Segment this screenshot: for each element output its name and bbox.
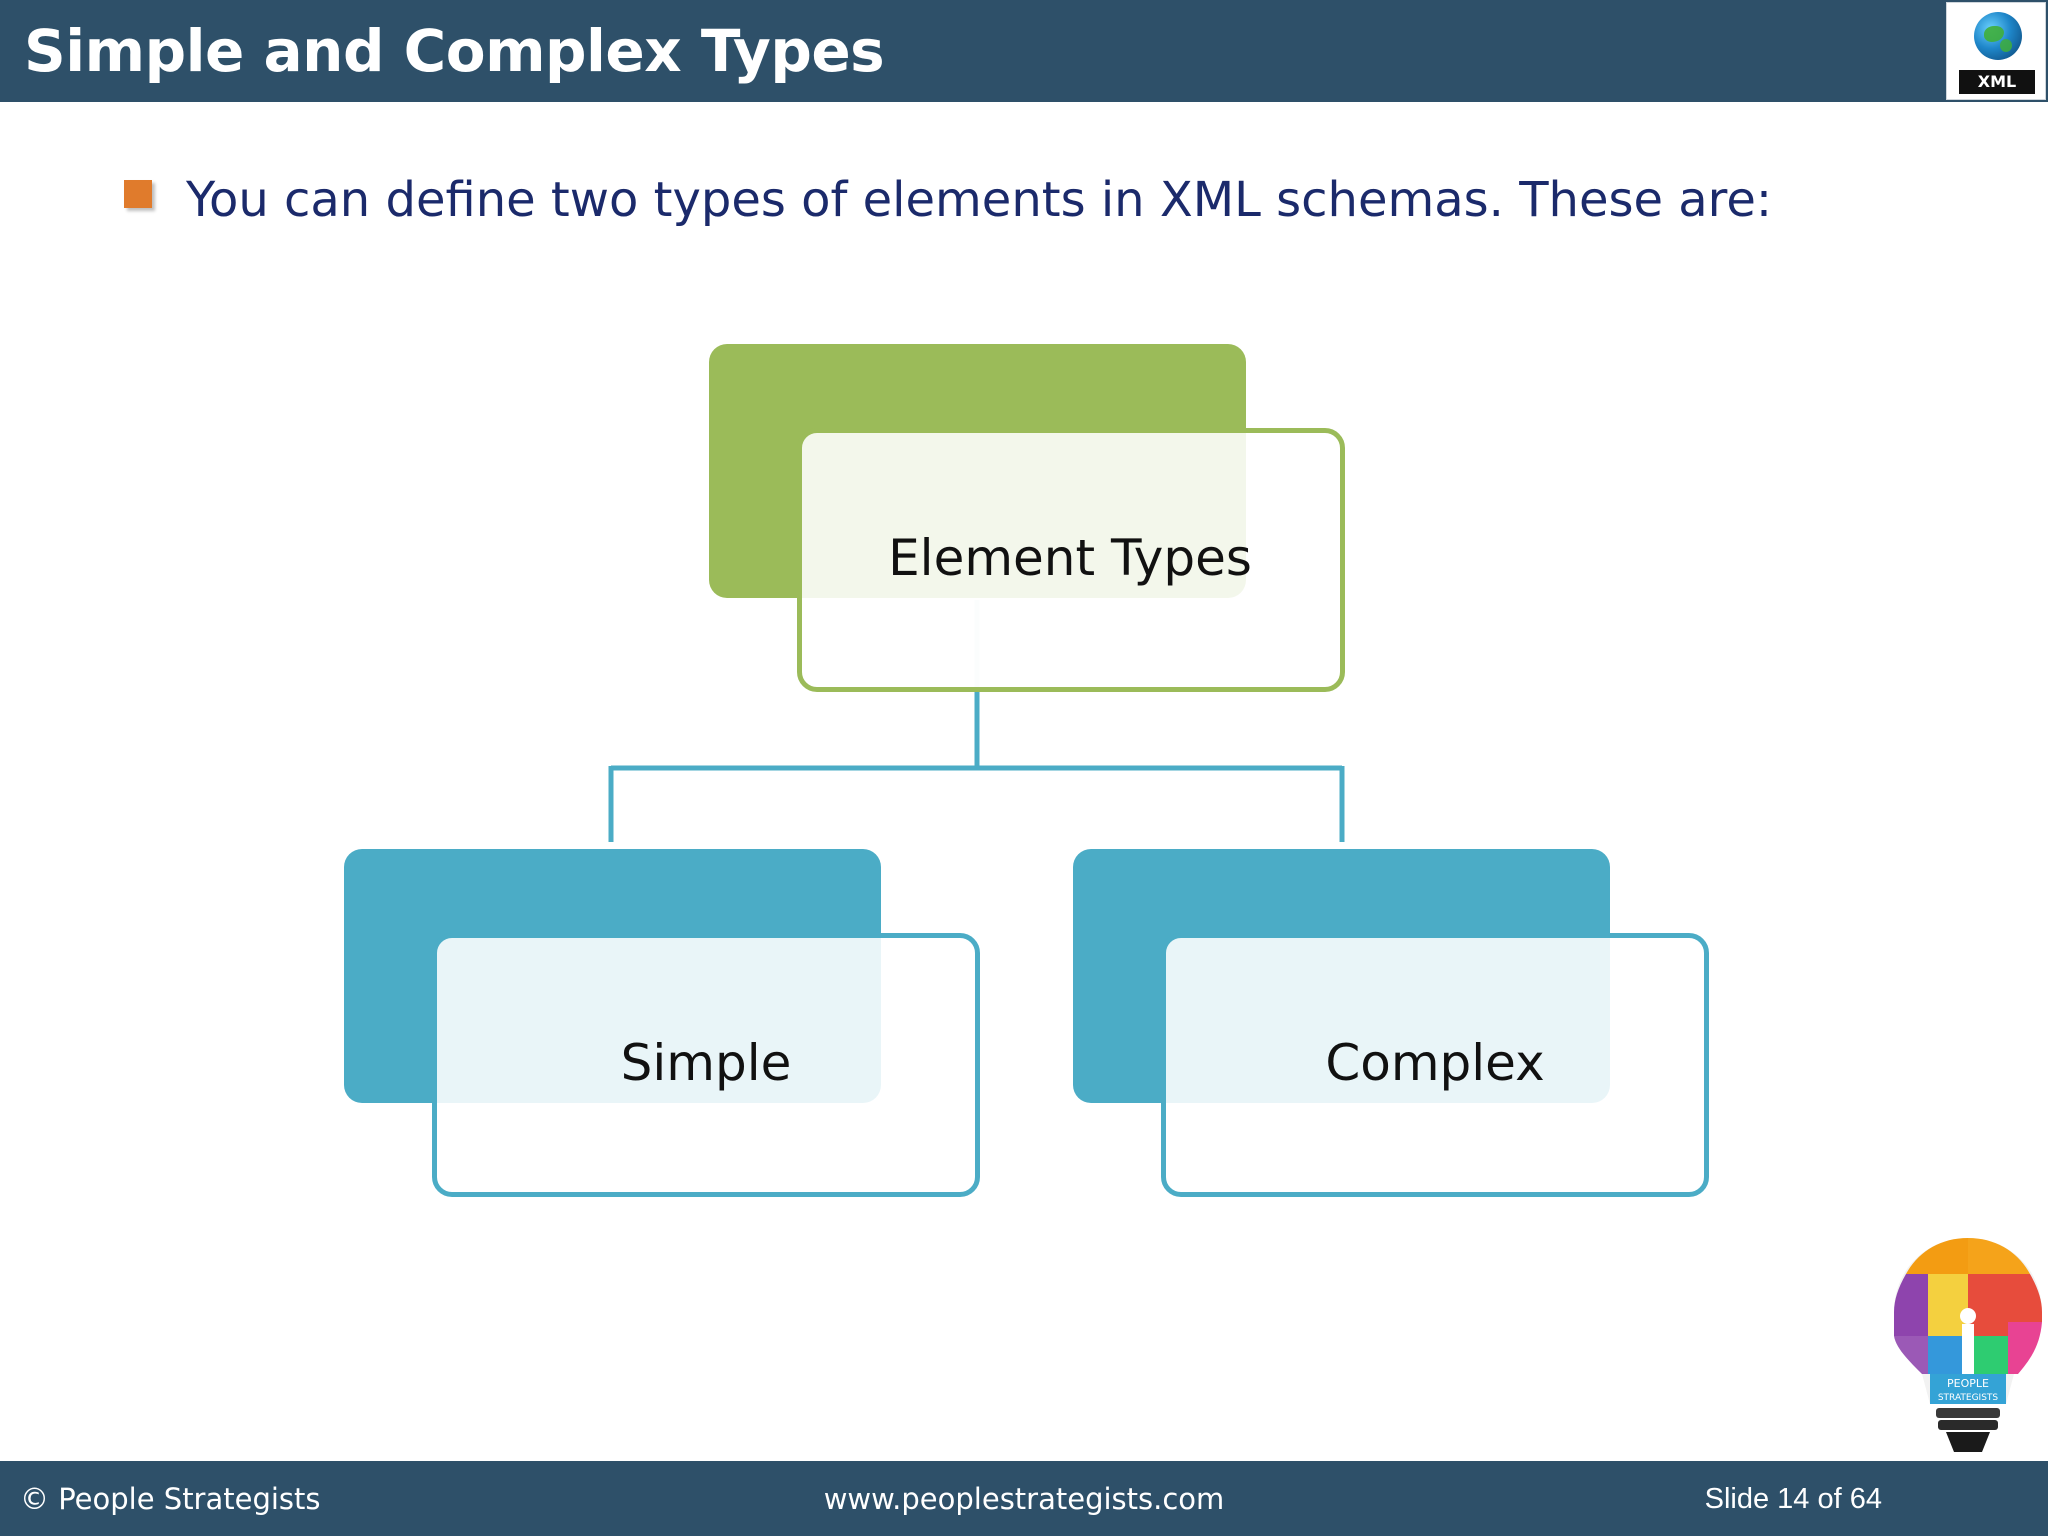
root-node-card	[797, 428, 1345, 692]
slide-title: Simple and Complex Types	[24, 17, 885, 85]
simple-node-card	[432, 933, 980, 1197]
bullet-text: You can define two types of elements in …	[186, 172, 1773, 228]
complex-node-card	[1161, 933, 1709, 1197]
lightbulb-puzzle-icon: PEOPLE STRATEGISTS	[1894, 1238, 2042, 1452]
xml-logo-label: XML	[1959, 70, 2035, 94]
logo-text-1: PEOPLE	[1947, 1377, 1989, 1390]
globe-icon	[1974, 12, 2022, 60]
root-node-label: Element Types	[888, 529, 1252, 587]
title-bar: Simple and Complex Types XML	[0, 0, 2048, 102]
logo-text-2: STRATEGISTS	[1938, 1393, 1999, 1403]
simple-node-label: Simple	[620, 1034, 792, 1092]
footer-copyright: © People Strategists	[20, 1482, 321, 1516]
footer-website-link[interactable]: www.peoplestrategists.com	[823, 1482, 1225, 1516]
slide-number: Slide 14 of 64	[1704, 1483, 1882, 1515]
complex-node-label: Complex	[1325, 1034, 1545, 1092]
xml-logo: XML	[1946, 2, 2046, 100]
footer-bar: © People Strategists www.peoplestrategis…	[0, 1461, 2048, 1536]
bullet-square-icon	[124, 180, 152, 208]
